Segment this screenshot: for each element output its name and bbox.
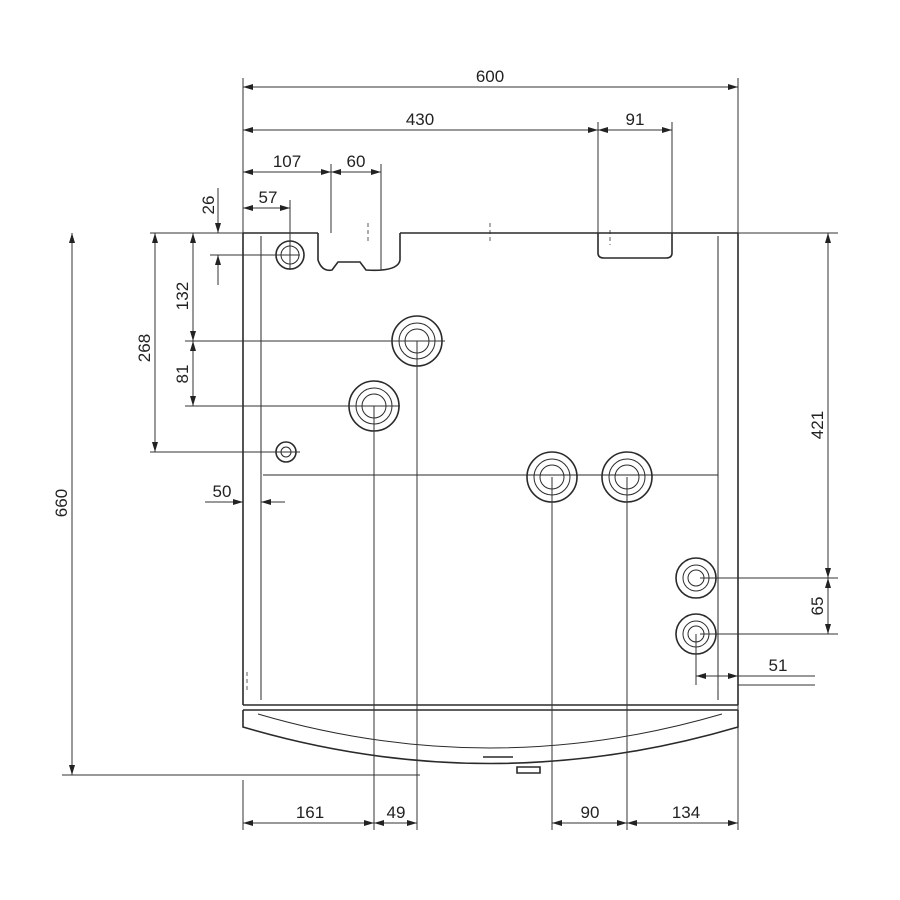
connections bbox=[275, 240, 717, 655]
label-left-conn-offset: 57 bbox=[259, 188, 278, 207]
label-side-offset-right: 51 bbox=[769, 656, 788, 675]
label-side-offset-left: 50 bbox=[213, 482, 232, 501]
label-gas-offset: 107 bbox=[273, 152, 301, 171]
boiler-outline bbox=[242, 223, 739, 774]
dimension-lines bbox=[69, 84, 831, 826]
label-upper-conn-depth: 132 bbox=[173, 282, 192, 310]
label-flue-offset: 430 bbox=[406, 110, 434, 129]
label-right-conn-depth: 421 bbox=[808, 411, 827, 439]
label-small-conn-depth: 268 bbox=[135, 334, 154, 362]
label-conn-spacing: 81 bbox=[173, 365, 192, 384]
label-flue-width: 91 bbox=[626, 110, 645, 129]
extension-lines bbox=[62, 78, 838, 830]
gas-notch bbox=[317, 233, 401, 272]
label-left-conn-depth: 26 bbox=[199, 196, 218, 215]
label-overall-width: 600 bbox=[476, 67, 504, 86]
label-gas-width: 60 bbox=[347, 152, 366, 171]
label-bottom-right: 134 bbox=[672, 803, 700, 822]
label-bottom-left: 161 bbox=[296, 803, 324, 822]
label-overall-height: 660 bbox=[52, 489, 71, 517]
label-bottom-spacing-right: 90 bbox=[581, 803, 600, 822]
bottom-cover bbox=[242, 710, 739, 765]
label-bottom-spacing-left: 49 bbox=[387, 803, 406, 822]
flue-box bbox=[597, 233, 673, 259]
dimension-labels: 600 430 91 107 60 57 26 132 81 268 660 5… bbox=[52, 67, 827, 822]
label-right-conn-spacing: 65 bbox=[808, 597, 827, 616]
